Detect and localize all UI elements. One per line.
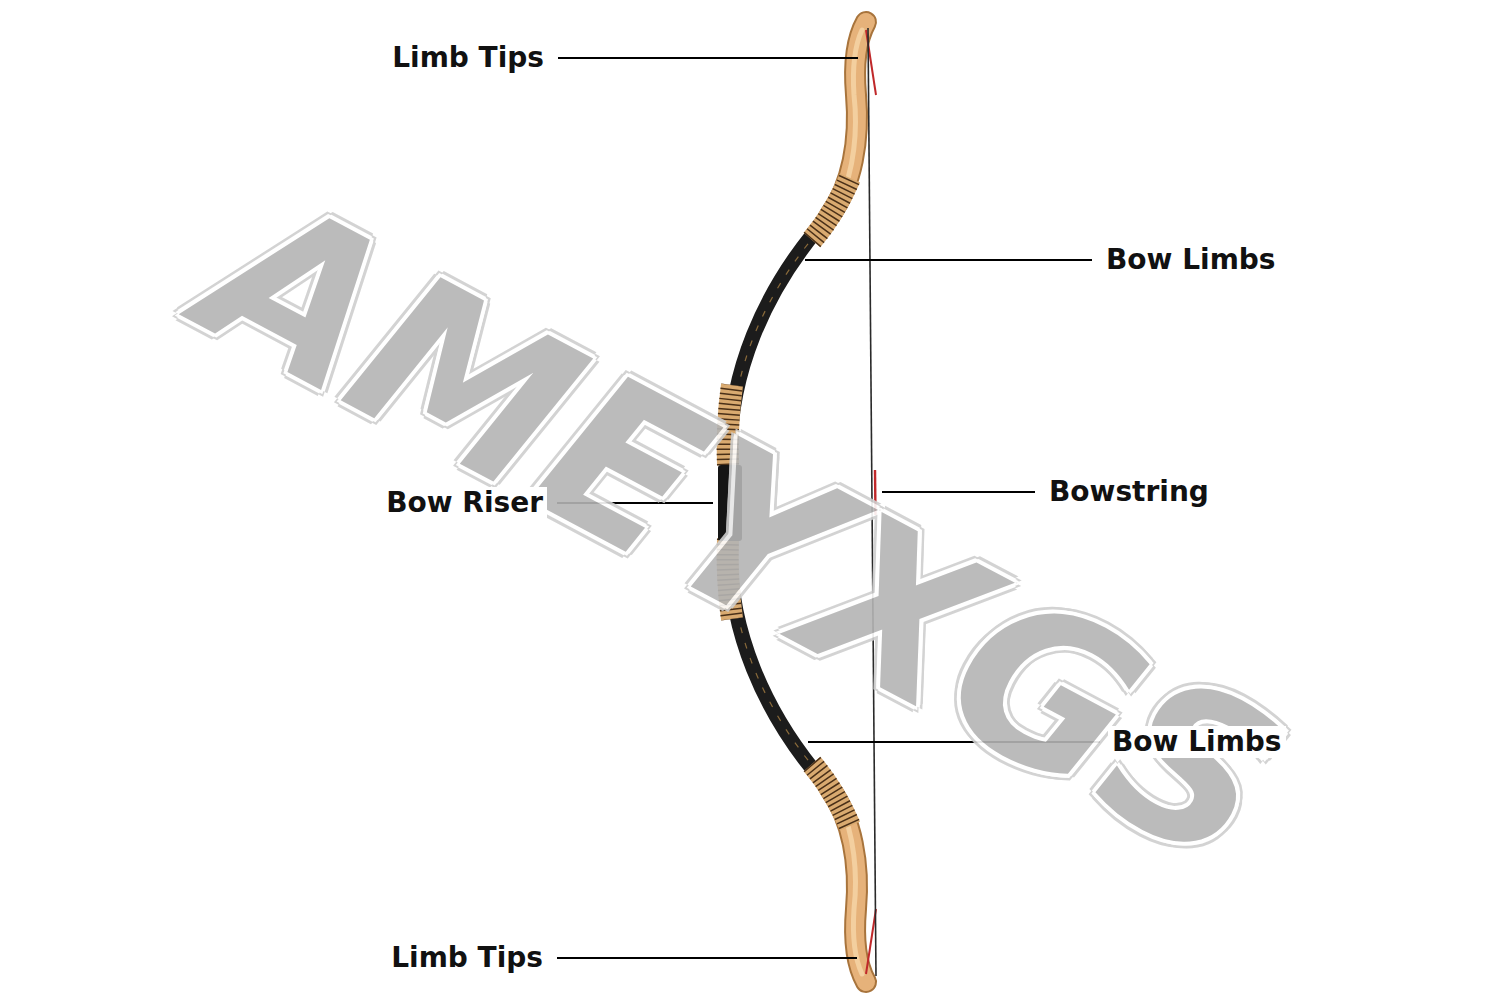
part-name: Bow Riser bbox=[382, 487, 547, 520]
part-name: Bow Limbs bbox=[1108, 726, 1286, 759]
leader-line bbox=[558, 57, 858, 59]
limb-tip-highlight bbox=[840, 30, 862, 200]
bow-upper-half bbox=[728, 22, 876, 465]
leader-line bbox=[805, 259, 1092, 261]
part-name: Bow Limbs bbox=[1102, 244, 1280, 277]
part-name: Limb Tips bbox=[387, 942, 547, 975]
limb-pattern bbox=[733, 222, 826, 440]
leader-line bbox=[557, 957, 857, 959]
leader-line bbox=[882, 491, 1035, 493]
thread-wrap bbox=[812, 178, 850, 240]
part-name: Bowstring bbox=[1045, 476, 1213, 509]
thread-wrap bbox=[812, 178, 850, 240]
part-name: Limb Tips bbox=[388, 42, 548, 75]
